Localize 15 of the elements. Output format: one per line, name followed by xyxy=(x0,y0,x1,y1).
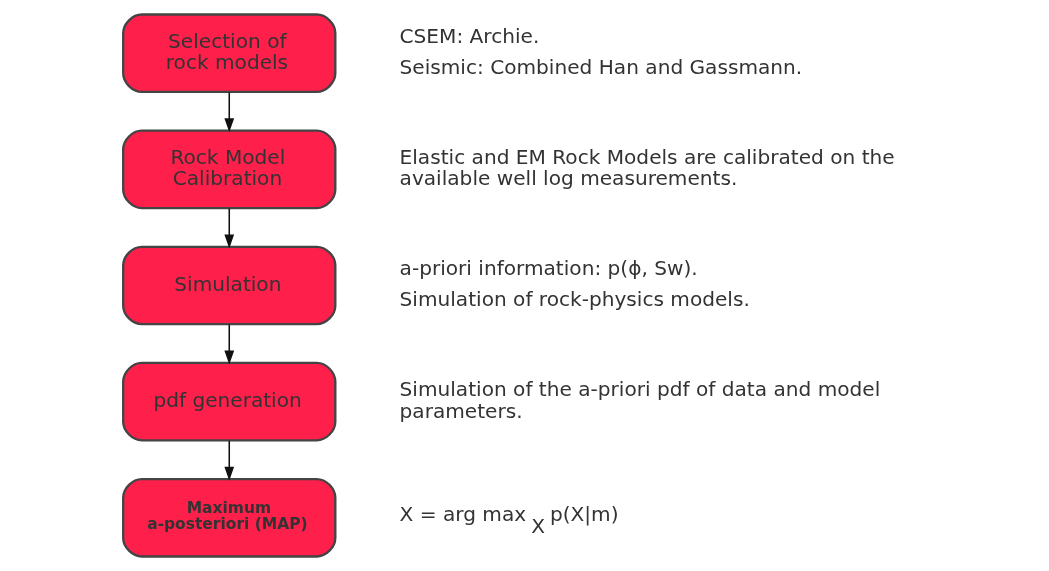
node-box: Maximum a-posteriori (MAP) xyxy=(121,477,336,558)
node-label: Simulation of rock-physics models. xyxy=(399,287,750,312)
node-label: Elastic and EM Rock Models are calibrated on the available well log measurements. xyxy=(399,144,895,191)
node-label: a-priori information: p(ϕ, Sw). xyxy=(399,256,698,281)
node-label: Seismic: Combined Han and Gassmann. xyxy=(399,54,802,79)
node-box: Selection of rock models xyxy=(121,13,336,94)
node-label: Simulation of the a-priori pdf of data and model parameters. xyxy=(399,377,880,423)
arrow xyxy=(223,323,234,365)
arrow xyxy=(223,440,234,481)
node-box: Simulation xyxy=(121,245,336,326)
node-label: CSEM: Archie. xyxy=(399,24,539,49)
arrow xyxy=(223,207,234,249)
node-box: Rock Model Calibration xyxy=(121,129,336,210)
node-box: pdf generation xyxy=(121,361,336,442)
arrow xyxy=(223,91,234,133)
